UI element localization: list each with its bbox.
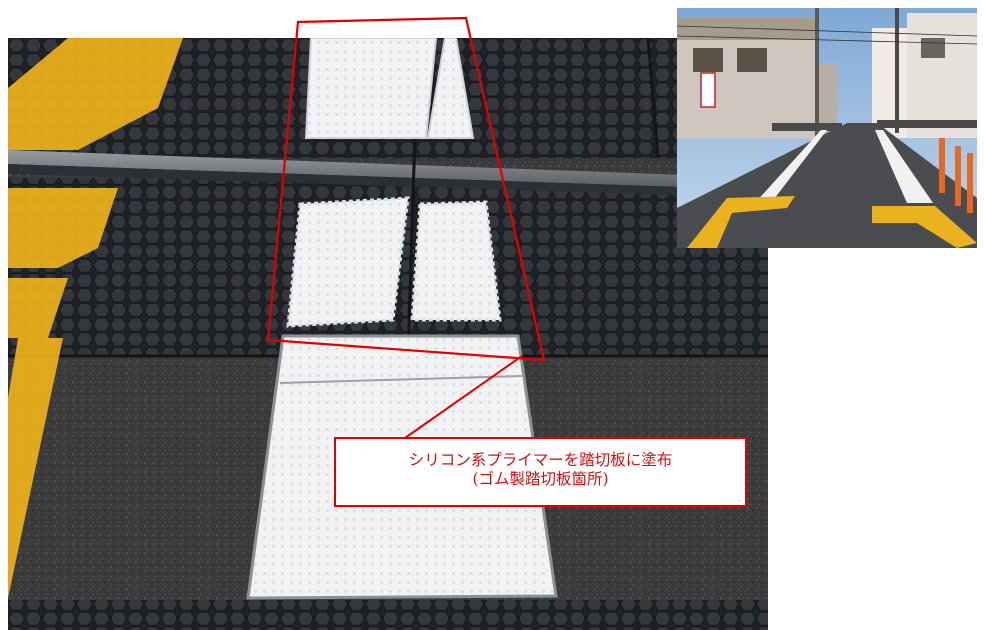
- callout-line-2: (ゴム製踏切板箇所): [472, 470, 609, 488]
- callout-line-1: シリコン系プライマーを踏切板に塗布: [408, 451, 673, 469]
- crossing-closeup-photo: [8, 38, 768, 630]
- street-crossing-inset-photo: [677, 8, 977, 248]
- callout-box: シリコン系プライマーを踏切板に塗布 (ゴム製踏切板箇所): [334, 437, 747, 507]
